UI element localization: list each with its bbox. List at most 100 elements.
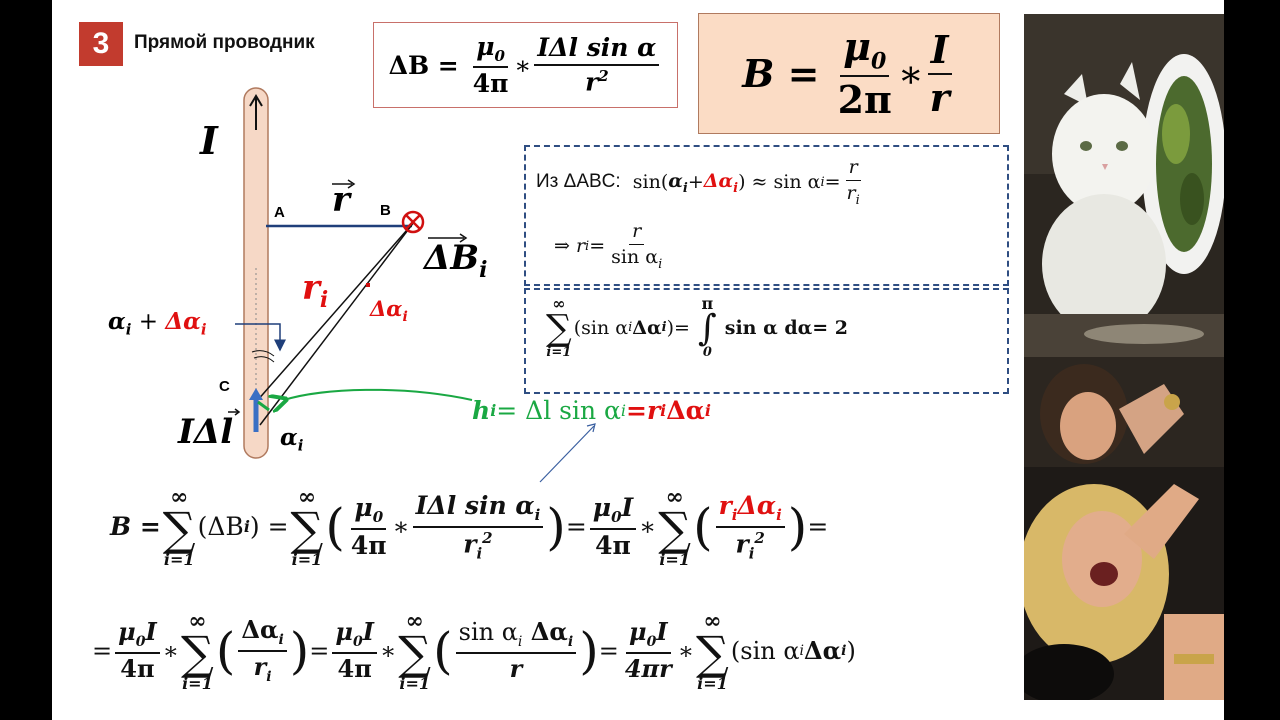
integral-sum-operator: ∞ ∑ i=1 — [546, 294, 572, 361]
section-number-badge: 3 — [79, 22, 123, 66]
delta-alpha-label: Δαi — [370, 296, 408, 326]
formula-b-frac1: μ0 2π — [835, 23, 895, 122]
meme-top-panel-cat — [1024, 14, 1224, 357]
point-c-label: C — [219, 378, 230, 395]
triangle-frac-num: r — [845, 157, 861, 181]
formula-db-num2: IΔl sin α — [534, 34, 660, 66]
formula-b-num1: μ — [843, 23, 871, 69]
triangle-frac-den: r — [846, 181, 856, 204]
triangle-prefix: Из ΔABC: — [536, 171, 621, 193]
ri-line-2 — [255, 221, 415, 403]
formula-b-den2: r — [929, 74, 950, 120]
integral-result: = 2 — [812, 316, 849, 339]
triangle-plus: + — [687, 171, 704, 194]
integral-sum-sup: ∞ — [552, 294, 566, 313]
height-rhs: r — [647, 396, 661, 425]
eq2-eq-1: = — [309, 636, 330, 665]
formula-delta-b-box: ΔB = μ0 4π ∗ IΔl sin α r2 — [373, 22, 678, 108]
idl-label: IΔl — [178, 412, 234, 452]
eq2-sum-2: ∞∑i=1 — [398, 608, 432, 693]
triangle-eq: = — [824, 171, 841, 194]
eq2-eq-2: = — [598, 636, 619, 665]
eq2-tail: (sin α — [730, 636, 800, 665]
formula-db-num1-sub: 0 — [494, 46, 505, 65]
eq2-sum-3: ∞∑i=1 — [696, 608, 729, 693]
eq1-t1: (ΔB — [197, 512, 244, 542]
triangle-approx: ) ≈ sin α — [738, 171, 821, 194]
formula-db-frac2: IΔl sin α r2 — [534, 34, 660, 97]
triangle-dalpha: Δα — [703, 169, 734, 192]
ri-line — [259, 221, 415, 426]
height-rhs-sub: i — [660, 401, 667, 420]
formula-db-frac1: μ0 4π — [470, 31, 512, 98]
formula-b-num1-sub: 0 — [870, 48, 887, 75]
alpha-label: αi — [280, 424, 304, 455]
integral-body-d: Δα — [632, 316, 662, 339]
meme-bottom-panel-women — [1024, 357, 1224, 700]
formula-db-lhs: ΔB = — [388, 50, 459, 80]
eq2-times-2: ∗ — [379, 636, 397, 665]
eq2-tail-sub: i — [799, 642, 805, 659]
field-into-page-icon — [401, 210, 425, 234]
triangle-alpha: α — [668, 169, 683, 192]
formula-b-box: B = μ0 2π ∗ I r — [698, 13, 1000, 134]
height-rhs2: Δα — [666, 396, 705, 425]
current-label: I — [200, 118, 218, 163]
triangle-dalpha-sub: i — [733, 180, 739, 196]
eq1-t1-sub: i — [243, 517, 250, 537]
height-h-sub: i — [490, 401, 497, 420]
vector-r-arrow-icon — [347, 179, 356, 189]
eq1-sum-2: ∞∑i=1 — [290, 484, 324, 569]
height-mid-sub: i — [620, 401, 627, 420]
eq2-tail-close: ) — [846, 636, 856, 665]
formula-db-den1: 4π — [472, 69, 509, 98]
integral-body-d-sub: i — [661, 320, 667, 336]
triangle-approx-sub: i — [820, 174, 825, 190]
integral-body-sub: i — [628, 320, 633, 336]
eq1-eq: = — [565, 512, 587, 542]
eq1-times-1: ∗ — [392, 512, 410, 542]
eq1-times-2: ∗ — [639, 512, 657, 542]
triangle-frac-den-sub: i — [855, 192, 860, 208]
triangle-frac2-num: r — [629, 221, 645, 245]
conductor-diagram — [228, 87, 473, 459]
integral-body: (sin α — [573, 316, 629, 339]
point-a-label: A — [274, 204, 285, 221]
eq1-end: = — [807, 512, 829, 542]
meme-image — [1024, 14, 1224, 700]
alpha-plus-delta-label: αi + Δαi — [108, 308, 207, 339]
formula-b-num2: I — [927, 28, 952, 75]
point-b-label: B — [380, 202, 391, 219]
height-mid: = Δl sin α — [496, 396, 621, 425]
triangle-frac2-den-sub: i — [658, 256, 663, 272]
triangle-frac2-den: sin α — [611, 245, 659, 268]
formula-db-num1: μ — [476, 31, 495, 61]
alpha-pointer-arrow — [235, 323, 286, 352]
integral-sub: 0 — [702, 345, 712, 361]
triangle-implies: ⇒ r — [554, 235, 586, 258]
eq1-sum-3: ∞∑i=1 — [658, 484, 692, 569]
eq2-start: = — [92, 636, 113, 665]
integral-sup: π — [701, 294, 714, 313]
height-rhs2-sub: i — [704, 401, 711, 420]
vector-b-arrow-icon — [459, 233, 468, 243]
formula-db-den2: r — [585, 67, 599, 97]
radius-label: ri — [302, 268, 329, 313]
integral-operator: π ∫ 0 — [697, 294, 717, 361]
green-pointer-arrow — [284, 388, 473, 400]
